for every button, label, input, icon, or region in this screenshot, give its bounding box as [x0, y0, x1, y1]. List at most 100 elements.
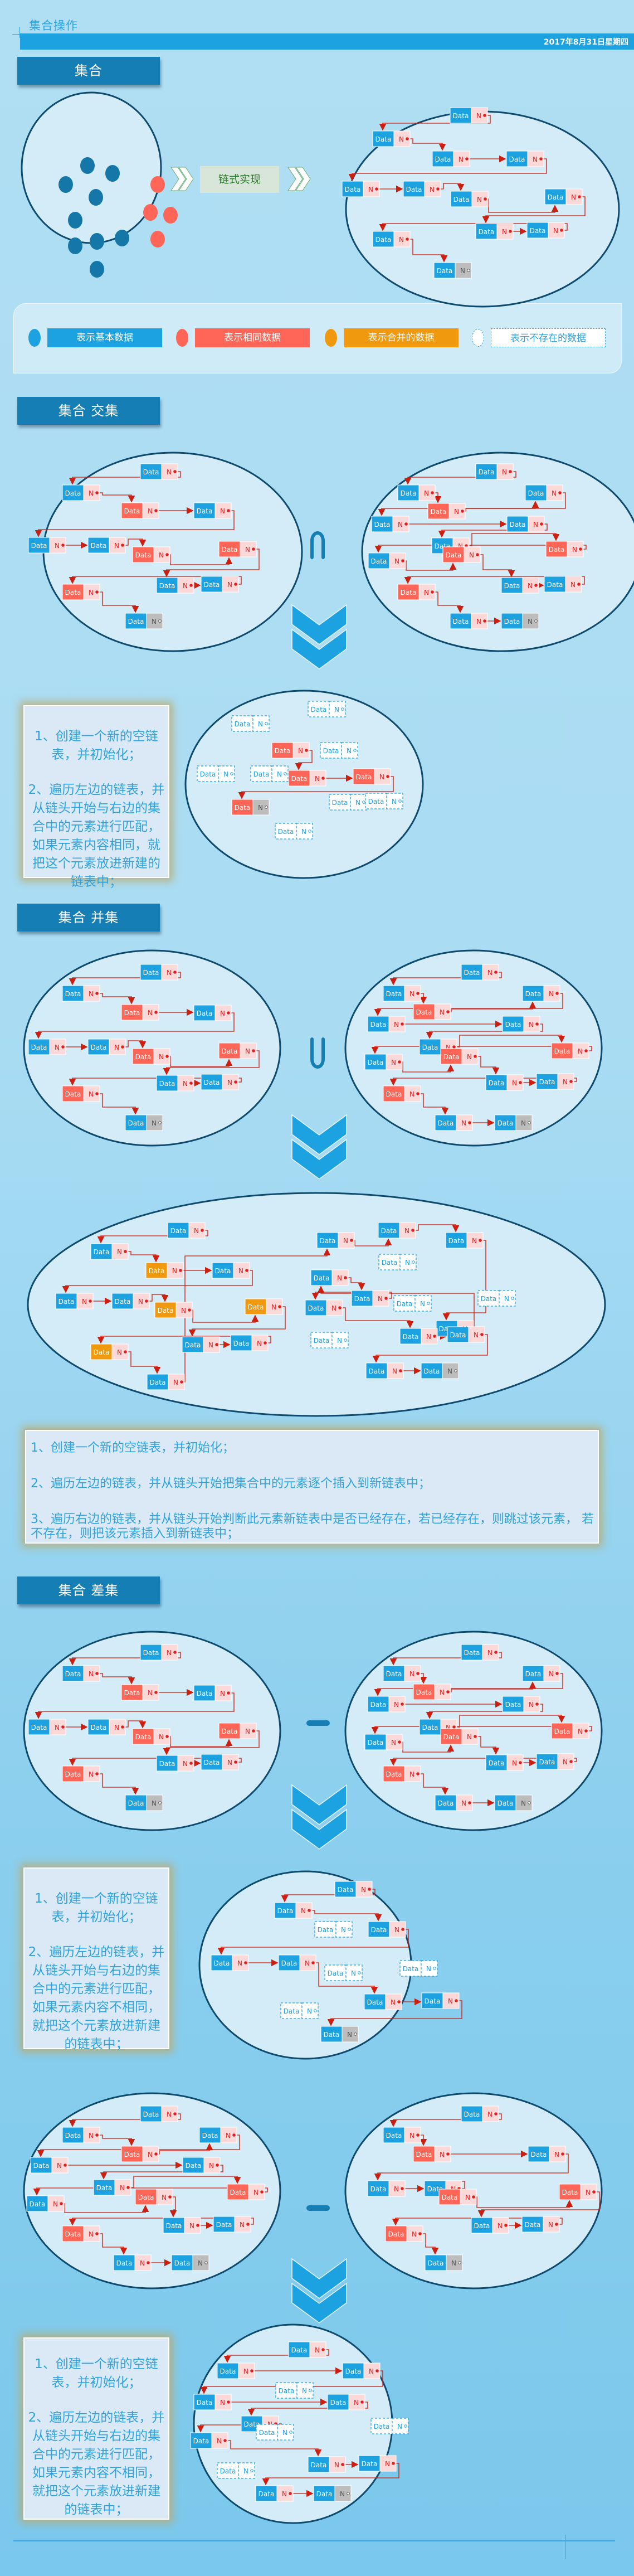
pointer-dot-icon [406, 137, 409, 140]
node-next-label: N [114, 1044, 119, 1051]
next-pointer-arrow [123, 1720, 147, 1729]
node-data-label: Data [135, 551, 152, 559]
note-step-2: 2、遍历左边的链表，并从链头开始与右边的集合中的元素进行匹配，如果元素内容相同，… [28, 783, 165, 889]
next-pointer-arrow [392, 2218, 563, 2226]
node-next-label: N [430, 186, 435, 193]
pointer-dot-icon [252, 1049, 255, 1052]
node-data-label: Data [505, 1701, 521, 1709]
node-next-label: N [502, 228, 507, 236]
next-pointer-arrow [163, 549, 260, 578]
node-next-label: N [271, 1303, 276, 1311]
pointer-dot-icon [61, 1045, 65, 1049]
pointer-dot-icon [592, 2190, 596, 2194]
node-data-label: Data [437, 267, 453, 275]
difference-steps-note-2: 1、创建一个新的空链表，并初始化； 2、遍历左边的链表，并从链头开始与右边的集合… [23, 2337, 169, 2520]
pointer-dot-icon [308, 829, 311, 833]
node-data-label: Data [222, 546, 238, 554]
pointer-dot-icon [416, 1092, 420, 1095]
node-next-label: N [528, 618, 533, 625]
node-data-label: Data [143, 2111, 159, 2118]
pointer-dot-icon [362, 801, 365, 804]
node-data-label: Data [65, 1770, 81, 1778]
next-pointer-arrow [404, 471, 516, 485]
node-next-label: N [347, 747, 352, 755]
node-data-label: Data [33, 2162, 50, 2170]
note-step-3: 3、遍历右边的链表，并从链头开始判断此元素新链表中是否已经存在，若已经存在，则跳… [31, 1512, 594, 1541]
next-pointer-arrow [418, 1093, 449, 1115]
pointer-dot-icon [147, 2261, 150, 2264]
legend-dot-same [176, 329, 188, 347]
element-dot-basic [80, 157, 95, 174]
next-pointer-arrow [163, 1730, 260, 1755]
next-pointer-arrow [97, 1230, 208, 1244]
node-data-label: Data [30, 2200, 46, 2208]
pointer-dot-icon [401, 2187, 404, 2190]
node-data-label: Data [65, 2230, 81, 2238]
node-data-label: Data [548, 193, 564, 201]
node-next-label: N [209, 2162, 214, 2170]
node-next-label: N [159, 1733, 164, 1741]
node-data-label: Data [406, 186, 422, 193]
next-pointer-arrow [378, 492, 566, 516]
next-pointer-arrow [217, 1929, 409, 1955]
pointer-dot-icon [404, 2424, 407, 2428]
node-data-label: Data [370, 1701, 387, 1709]
node-data-label: Data [371, 557, 387, 565]
node-data-label: Data [65, 990, 81, 998]
node-next-label: N [340, 2490, 345, 2498]
node-next-label: N [409, 1670, 414, 1678]
node-next-label: N [277, 770, 282, 778]
node-next-label: N [446, 1724, 451, 1731]
node-next-label: N [552, 489, 557, 497]
next-pointer-arrow [389, 972, 502, 986]
node-data-label: Data [235, 804, 251, 812]
header-bar: 2017年8月31日星期四 [20, 33, 634, 50]
chevron-down-icon [291, 1114, 347, 1180]
node-next-label: N [220, 507, 225, 515]
node-next-label: N [378, 1295, 383, 1303]
node-data-label: Data [159, 582, 175, 590]
node-data-label: Data [323, 747, 339, 755]
node-data-label: Data [124, 507, 140, 515]
node-next-label: N [148, 507, 153, 515]
next-pointer-arrow [169, 2196, 177, 2218]
next-pointer-arrow [389, 1078, 577, 1086]
title-tick-horizontal [12, 34, 21, 35]
node-data-label: Data [65, 1670, 81, 1678]
node-data-label: Data [547, 581, 563, 589]
legend-dot-merged [325, 329, 337, 347]
node-data-label: Data [375, 135, 392, 143]
pointer-dot-icon [95, 992, 99, 995]
node-data-label: Data [281, 1959, 298, 1967]
legend-label-missing: 表示不存在的数据 [491, 328, 606, 347]
node-next-label: N [529, 1021, 534, 1029]
pointer-dot-icon [479, 1239, 482, 1242]
section-tab-intersection: 集合 交集 [17, 397, 160, 425]
pointer-dot-icon [509, 230, 512, 233]
note-step-2: 2、遍历左边的链表，并从链头开始与右边的集合中的元素进行匹配，如果元素内容不相同… [28, 2410, 165, 2517]
element-dot-basic [90, 233, 104, 250]
next-pointer-arrow [438, 523, 548, 538]
element-dot-basic [89, 189, 103, 206]
node-next-label: N [305, 1959, 310, 1967]
